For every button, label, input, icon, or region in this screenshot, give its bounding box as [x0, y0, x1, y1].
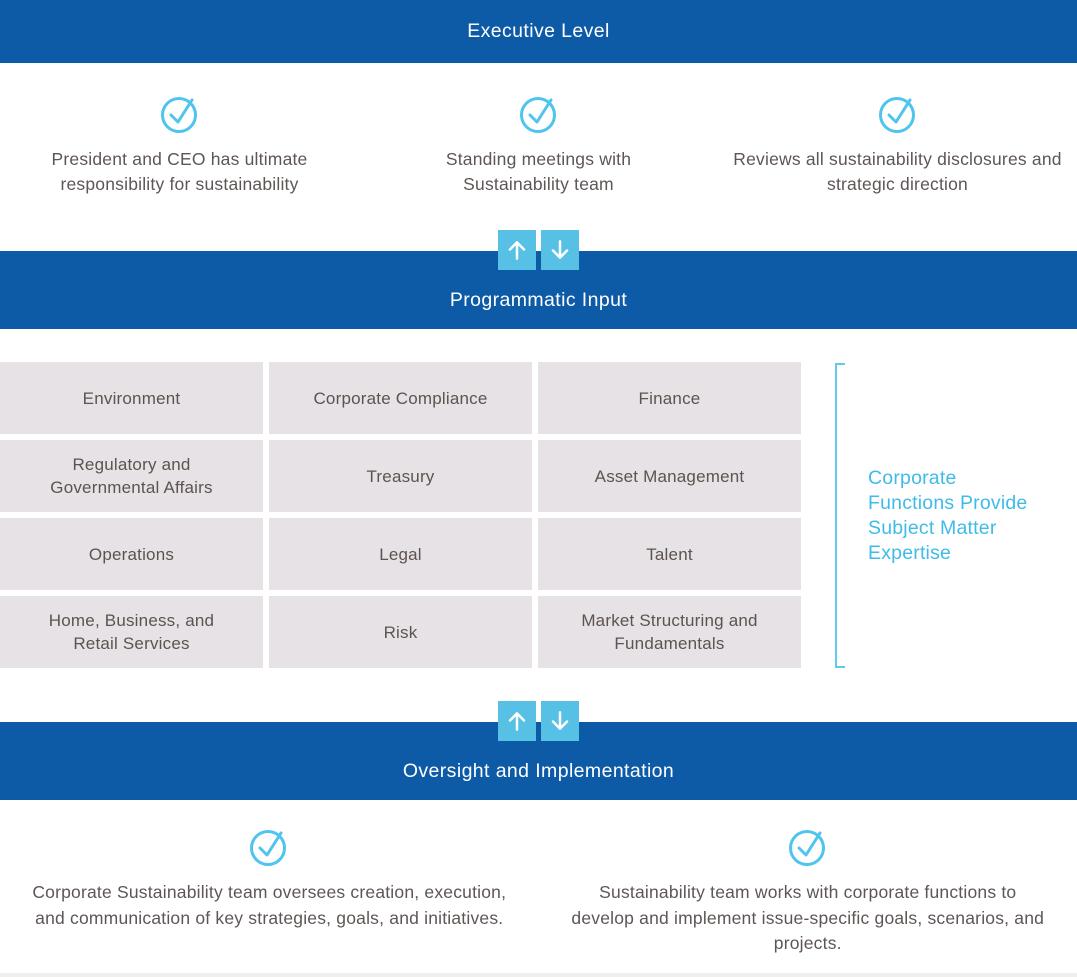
check-circle-icon	[519, 97, 556, 133]
function-cell-market-structuring: Market Structuring and Fundamentals	[538, 596, 801, 668]
executive-item-text: Reviews all sustainability disclosures a…	[733, 149, 1062, 194]
function-cell-corporate-compliance: Corporate Compliance	[269, 362, 532, 434]
function-cell-operations: Operations	[0, 518, 263, 590]
arrow-up-icon	[498, 701, 536, 741]
oversight-item-text: Corporate Sustainability team oversees c…	[32, 882, 507, 928]
oversight-item-team: Corporate Sustainability team oversees c…	[0, 824, 539, 977]
arrow-up-icon	[498, 230, 536, 270]
executive-level-title: Executive Level	[467, 20, 610, 42]
function-cell-regulatory: Regulatory and Governmental Affairs	[0, 440, 263, 512]
executive-item-meetings: Standing meetings with Sustainability te…	[359, 91, 718, 251]
oversight-banner: Oversight and Implementation	[0, 722, 1077, 800]
function-cell-environment: Environment	[0, 362, 263, 434]
function-cell-home-business-retail: Home, Business, and Retail Services	[0, 596, 263, 668]
executive-items-row: President and CEO has ultimate responsib…	[0, 63, 1077, 251]
executive-item-text: Standing meetings with Sustainability te…	[445, 149, 632, 194]
check-circle-icon	[250, 830, 287, 866]
oversight-item-text: Sustainability team works with corporate…	[571, 882, 1045, 953]
flow-arrows	[0, 701, 1077, 741]
function-cell-treasury: Treasury	[269, 440, 532, 512]
bracket-line	[835, 363, 845, 668]
function-cell-risk: Risk	[269, 596, 532, 668]
programmatic-banner-wrap: Programmatic Input	[0, 230, 1077, 329]
programmatic-input-banner: Programmatic Input	[0, 251, 1077, 329]
executive-item-reviews: Reviews all sustainability disclosures a…	[718, 91, 1077, 251]
oversight-item-functions: Sustainability team works with corporate…	[539, 824, 1077, 977]
arrow-down-icon	[541, 701, 579, 741]
check-circle-icon	[878, 97, 915, 133]
executive-item-text: President and CEO has ultimate responsib…	[51, 149, 308, 194]
executive-item-ceo: President and CEO has ultimate responsib…	[0, 91, 359, 251]
annotation-text: Corporate Functions Provide Subject Matt…	[868, 467, 1028, 564]
oversight-banner-wrap: Oversight and Implementation	[0, 701, 1077, 800]
oversight-title: Oversight and Implementation	[402, 759, 675, 782]
bottom-strip	[0, 973, 1077, 977]
check-circle-icon	[160, 97, 197, 133]
function-cell-finance: Finance	[538, 362, 801, 434]
arrow-down-icon	[541, 230, 579, 270]
check-circle-icon	[788, 830, 825, 866]
function-cell-asset-management: Asset Management	[538, 440, 801, 512]
programmatic-input-title: Programmatic Input	[449, 288, 628, 311]
executive-level-banner: Executive Level	[0, 0, 1077, 63]
programmatic-section: Environment Corporate Compliance Finance…	[0, 329, 1077, 702]
function-cell-talent: Talent	[538, 518, 801, 590]
oversight-items-row: Corporate Sustainability team oversees c…	[0, 800, 1077, 977]
functions-grid: Environment Corporate Compliance Finance…	[0, 362, 801, 668]
flow-arrows	[0, 230, 1077, 270]
function-cell-legal: Legal	[269, 518, 532, 590]
